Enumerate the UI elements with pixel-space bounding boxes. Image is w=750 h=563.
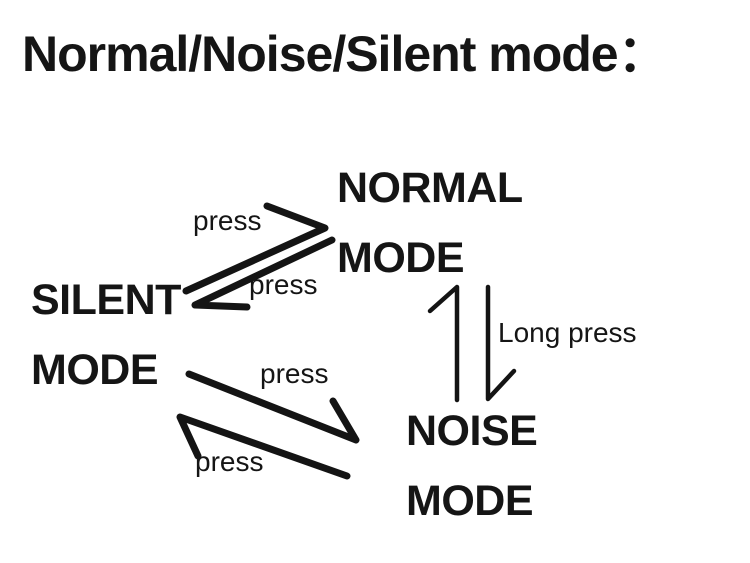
node-noise-line1: NOISE (406, 407, 538, 455)
label-press-normal-to-silent: press (249, 269, 318, 300)
node-normal-mode: NORMAL MODE (337, 153, 523, 293)
page-title: Normal/Noise/Silent mode： (22, 26, 668, 82)
arrow-normal-to-silent-icon (191, 236, 336, 311)
arrow-silent-to-normal-icon (182, 202, 329, 295)
node-normal-line2: MODE (337, 234, 464, 282)
node-noise-mode: NOISE MODE (406, 396, 538, 536)
arrow-normal-to-noise-icon (485, 284, 517, 402)
arrow-silent-to-noise-icon (185, 370, 360, 444)
label-press-silent-to-normal: press (193, 205, 262, 236)
node-normal-line1: NORMAL (337, 164, 523, 212)
arrow-noise-to-normal-icon (427, 284, 460, 403)
node-silent-line1: SILENT (31, 276, 181, 324)
node-silent-mode: SILENT MODE (31, 265, 181, 405)
node-silent-line2: MODE (31, 346, 158, 394)
node-noise-line2: MODE (406, 477, 534, 525)
arrow-noise-to-silent-icon (176, 413, 351, 480)
label-press-noise-to-silent: press (195, 446, 264, 477)
label-press-silent-to-noise: press (260, 358, 329, 389)
label-long-press-normal-to-noise: Long press (498, 317, 637, 348)
